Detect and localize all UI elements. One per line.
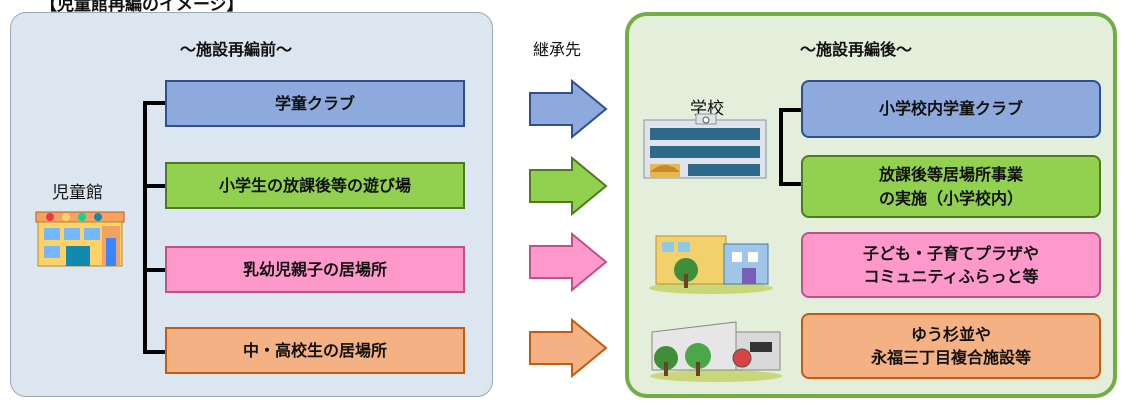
after-item-youth-facility: ゆう杉並や 永福三丁目複合施設等 xyxy=(801,313,1101,379)
after-item-afterschool-project: 放課後等居場所事業 の実施（小学校内） xyxy=(801,155,1101,218)
after-item-1-line1: 小学校内学童クラブ xyxy=(878,99,1023,119)
after-item-4-line2: 永福三丁目複合施設等 xyxy=(870,348,1031,367)
after-item-school-club: 小学校内学童クラブ xyxy=(801,80,1101,138)
plaza-building-icon xyxy=(649,235,773,294)
after-item-3-line1: 子ども・子育てプラザや xyxy=(862,243,1039,263)
before-bracket-vertical xyxy=(143,101,147,354)
right-arrow-icon xyxy=(529,155,608,217)
before-item-elementary-play: 小学生の放課後等の遊び場 xyxy=(165,162,465,209)
right-arrow-icon xyxy=(529,78,608,140)
children-center-label: 児童館 xyxy=(52,183,103,203)
children-center-building-icon xyxy=(35,211,125,267)
before-item-infant-parent: 乳幼児親子の居場所 xyxy=(165,246,465,293)
after-item-plaza: 子ども・子育てプラザや コミュニティふらっと等 xyxy=(801,232,1101,298)
bracket-tick-4 xyxy=(143,350,165,354)
before-title: ～施設再編前～ xyxy=(180,40,293,59)
after-item-3-line2: コミュニティふらっと等 xyxy=(863,267,1039,286)
after-bracket-tick-1 xyxy=(779,108,801,112)
after-title: ～施設再編後～ xyxy=(800,40,913,59)
right-arrow-icon xyxy=(529,231,608,293)
after-bracket-tick-2 xyxy=(779,182,801,186)
school-building-icon xyxy=(643,113,767,179)
after-bracket-vertical xyxy=(779,108,783,184)
right-arrow-icon xyxy=(529,317,608,379)
before-item-youth-place: 中・高校生の居場所 xyxy=(165,327,465,374)
bracket-tick-1 xyxy=(143,101,165,105)
community-facility-icon xyxy=(650,321,782,382)
diagram-header: 【児童館再編のイメージ】 xyxy=(40,0,244,15)
bracket-tick-2 xyxy=(143,184,165,188)
after-item-2-line2: の実施（小学校内） xyxy=(878,188,1023,208)
after-item-4-line1: ゆう杉並や xyxy=(910,324,991,344)
bracket-tick-3 xyxy=(143,268,165,272)
before-item-afterschool-club: 学童クラブ xyxy=(165,80,465,127)
after-item-2-line1: 放課後等居場所事業 xyxy=(878,165,1023,185)
successor-label: 継承先 xyxy=(533,40,582,59)
